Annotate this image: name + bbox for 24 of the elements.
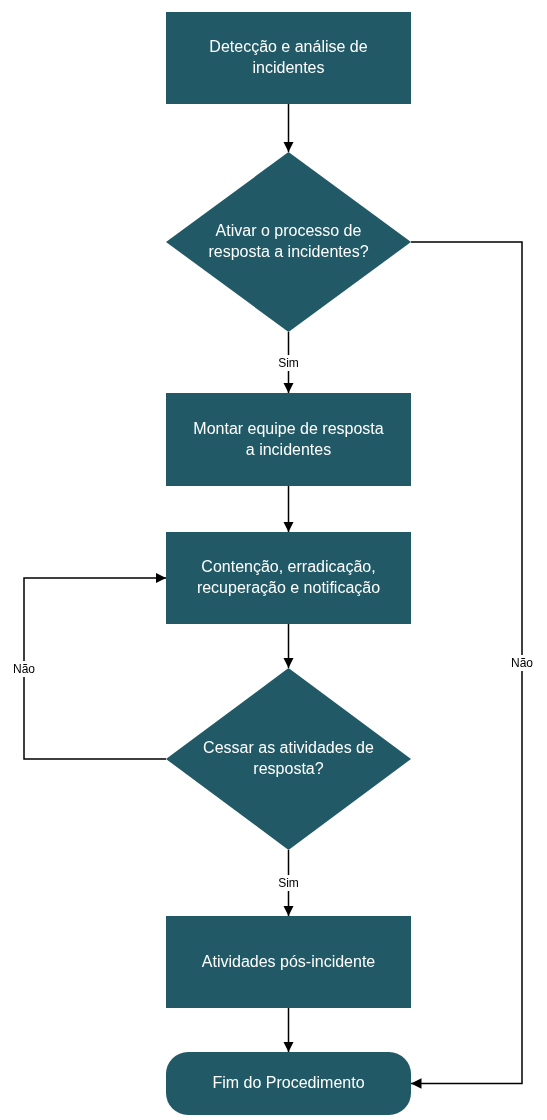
process-box — [166, 532, 411, 624]
node-text: Fim do Procedimento — [211, 1073, 366, 1094]
edge-label: Não — [12, 660, 36, 677]
terminal-shape — [166, 1052, 411, 1115]
node-text: Cessar as atividades de resposta? — [202, 738, 375, 779]
edge-label: Sim — [277, 875, 300, 891]
arrow — [283, 1007, 294, 1053]
node-text: Atividades pós-incidente — [200, 951, 377, 972]
node-text: Detecção e análise de incidentes — [208, 37, 369, 78]
arrow — [23, 572, 167, 760]
node-text: Contenção, erradicação, recuperação e notificação — [195, 557, 382, 598]
arrow — [410, 241, 523, 1089]
arrow — [283, 485, 294, 533]
node-text: Ativar o processo de resposta a incidentes? — [207, 221, 370, 262]
decision-diamond — [166, 152, 411, 332]
node-text: Montar equipe de resposta a incidentes — [192, 418, 385, 460]
process-box — [166, 393, 411, 486]
arrow — [283, 103, 294, 153]
decision-diamond — [166, 668, 411, 850]
process-box — [166, 12, 411, 104]
process-box — [166, 916, 411, 1008]
edge-label: Não — [510, 654, 534, 671]
edge-label: Sim — [277, 354, 300, 371]
arrow — [283, 623, 294, 669]
